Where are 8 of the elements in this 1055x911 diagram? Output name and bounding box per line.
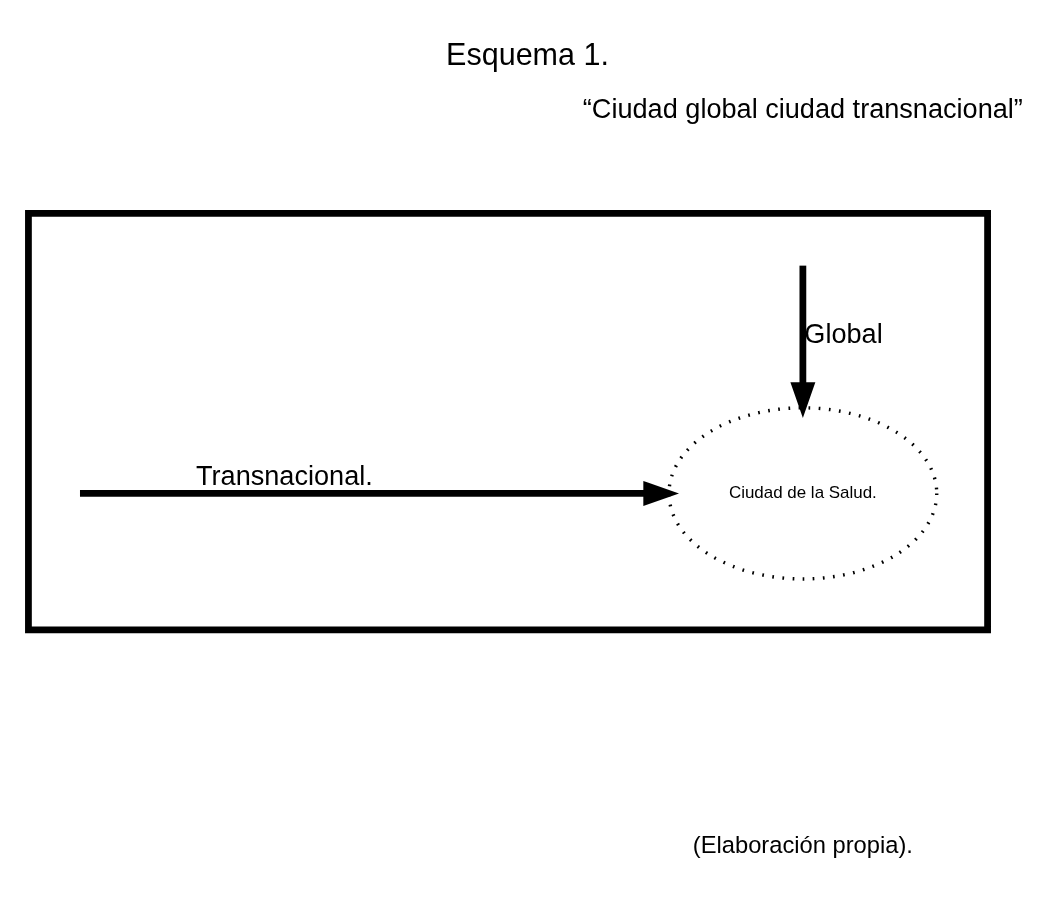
node-ellipse: Ciudad de la Salud. [667, 406, 939, 581]
caption: (Elaboración propia). [692, 831, 913, 858]
diagram-title: Esquema 1. [446, 36, 609, 71]
cluster [25, 210, 991, 634]
label: “Ciudad global ciudad transnacional” [582, 93, 1023, 125]
arrow [790, 265, 816, 418]
edge-label: Global [804, 318, 883, 350]
edge-label: Transnacional. [195, 459, 373, 491]
